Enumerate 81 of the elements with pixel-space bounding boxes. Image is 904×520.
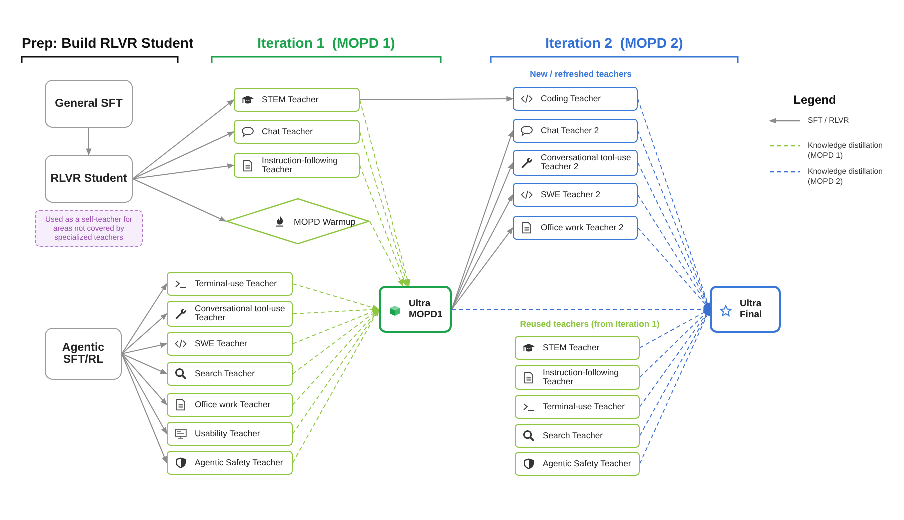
arrow xyxy=(86,128,92,156)
node-label: Agentic SFT/RL xyxy=(61,342,106,366)
arrow xyxy=(122,354,168,406)
dashed-arrow xyxy=(638,228,710,310)
teacher-box xyxy=(167,362,293,386)
teacher-box xyxy=(167,301,293,327)
arrow xyxy=(132,164,235,180)
node-label: General SFT xyxy=(55,98,123,110)
teacher-box xyxy=(513,150,638,176)
node-label: Chat Teacher 2 xyxy=(541,126,600,136)
node-label: Search Teacher xyxy=(195,369,256,379)
node-label: Instruction-following Teacher xyxy=(262,156,339,175)
node-label: Terminal-use Teacher xyxy=(195,279,278,289)
node-label: STEM Teacher xyxy=(543,343,601,353)
arrow xyxy=(122,342,168,354)
teacher-box xyxy=(513,119,638,143)
dashed-arrow xyxy=(360,100,410,287)
node-label: Conversational tool-use Teacher 2 xyxy=(541,154,632,172)
teacher-box xyxy=(167,272,293,296)
arrow xyxy=(122,354,168,464)
decision-diamond xyxy=(226,198,370,245)
node-label: Instruction-following Teacher xyxy=(543,368,620,387)
group-heading: Reused teachers (from Iteration 1) xyxy=(519,319,661,329)
model-box xyxy=(379,286,452,333)
node-label: STEM Teacher xyxy=(262,95,320,105)
node-label: Ultra Final xyxy=(740,298,764,321)
arrow xyxy=(132,178,227,222)
section-heading: Iteration 1 (MOPD 1) xyxy=(256,35,396,51)
teacher-box xyxy=(167,393,293,417)
teacher-box xyxy=(167,451,293,475)
arrow xyxy=(122,354,168,374)
node-label: Ultra MOPD1 xyxy=(409,298,444,321)
arrow xyxy=(122,354,168,435)
node-label: Agentic Safety Teacher xyxy=(195,458,284,468)
dashed-arrow xyxy=(360,132,409,287)
teacher-box xyxy=(515,395,640,419)
dashed-arrow xyxy=(452,306,711,312)
teacher-box xyxy=(513,183,638,207)
model-box xyxy=(710,286,781,333)
section-heading: Prep: Build RLVR Student xyxy=(22,35,195,51)
node-label: Conversational tool-use Teacher xyxy=(195,304,286,324)
node-label: Office work Teacher xyxy=(195,400,272,410)
group-heading: New / refreshed teachers xyxy=(529,69,633,79)
teacher-box xyxy=(513,216,638,240)
process-box xyxy=(45,80,133,128)
section-heading: Iteration 2 (MOPD 2) xyxy=(544,35,684,51)
arrow xyxy=(452,227,514,310)
teacher-box xyxy=(167,422,293,446)
process-box xyxy=(45,155,133,203)
teacher-box xyxy=(515,336,640,360)
arrow xyxy=(452,130,514,310)
arrow xyxy=(122,314,168,354)
dashed-arrow xyxy=(370,221,404,287)
note-box xyxy=(35,210,143,247)
arrow xyxy=(360,96,514,102)
teacher-box xyxy=(234,120,360,144)
dashed-arrow xyxy=(292,284,380,310)
node-label: Coding Teacher xyxy=(541,94,602,104)
node-label: SWE Teacher 2 xyxy=(541,190,602,200)
arrow xyxy=(132,132,235,180)
teacher-box xyxy=(513,87,638,111)
node-label: Agentic Safety Teacher xyxy=(543,459,632,469)
teacher-box xyxy=(234,153,360,178)
teacher-box xyxy=(167,332,293,356)
node-label: RLVR Student xyxy=(50,173,128,185)
node-label: SWE Teacher xyxy=(195,339,248,349)
node-label: MOPD Warmup xyxy=(294,216,357,226)
node-label: Terminal-use Teacher xyxy=(543,402,626,412)
legend-title: Legend xyxy=(792,93,838,107)
node-label: Usability Teacher xyxy=(195,429,262,439)
arrow xyxy=(122,283,168,354)
arrow xyxy=(132,100,235,180)
teacher-box xyxy=(515,365,640,390)
teacher-box xyxy=(515,424,640,448)
dashed-arrow xyxy=(360,165,407,287)
teacher-box xyxy=(515,452,640,476)
teacher-box xyxy=(234,88,360,112)
node-label: Office work Teacher 2 xyxy=(541,223,625,233)
node-label: Search Teacher xyxy=(543,431,604,441)
process-box xyxy=(45,328,122,380)
node-label: Chat Teacher xyxy=(262,127,314,137)
